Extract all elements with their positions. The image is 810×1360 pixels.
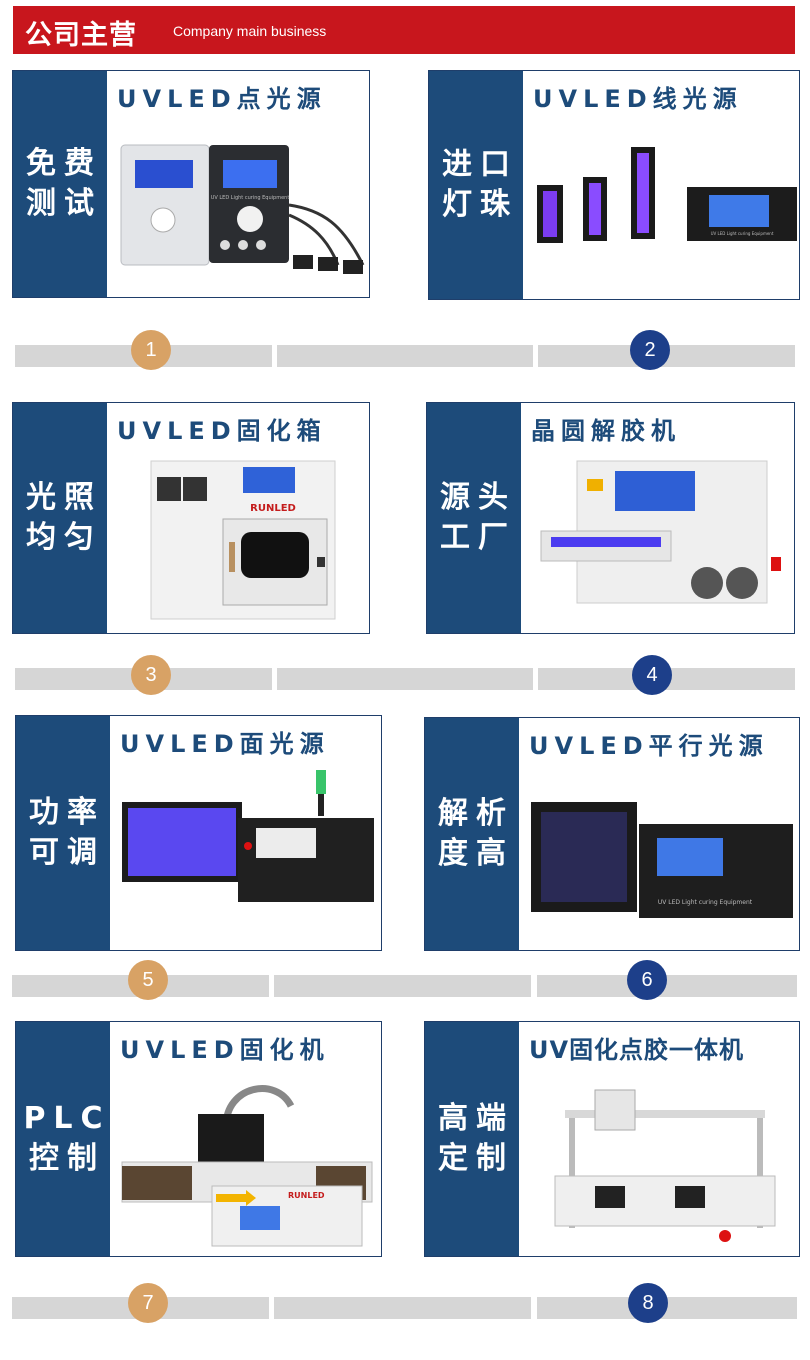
device-label: UV LED Light curing Equipment [211, 195, 290, 201]
number-badge: 1 [131, 330, 171, 370]
card-side-panel: 免费测试 [13, 71, 107, 297]
product-image-wafer-machine [527, 447, 794, 633]
number-badge: 5 [128, 960, 168, 1000]
number-badge: 2 [630, 330, 670, 370]
card-title: UVLED面光源 [120, 730, 330, 758]
product-card-uvled-line[interactable]: 进口灯珠 UVLED线光源 UV LED Light curing Equipm… [428, 70, 800, 300]
product-card-uvled-area[interactable]: 功率可调 UVLED面光源 [15, 715, 382, 951]
divider-row [12, 1297, 797, 1319]
product-card-uvled-point[interactable]: 免费测试 UVLED点光源 UV LED Light curing Equipm… [12, 70, 370, 298]
card-title: 晶圆解胶机 [531, 417, 681, 445]
section-header: 公司主营 Company main business [13, 6, 795, 54]
number-badge: 7 [128, 1283, 168, 1323]
brand-logo: RUNLED [288, 1191, 325, 1200]
product-image-conveyor-machine: RUNLED [116, 1066, 381, 1256]
device-label: UV LED Light curing Equipment [658, 899, 753, 906]
device-label: UV LED Light curing Equipment [711, 231, 774, 236]
card-title: UVLED点光源 [117, 85, 327, 113]
card-title: UVLED线光源 [533, 85, 743, 113]
card-title: UV固化点胶一体机 [529, 1036, 745, 1064]
number-badge: 4 [632, 655, 672, 695]
card-title: UVLED固化机 [120, 1036, 330, 1064]
card-side-panel: 源头工厂 [427, 403, 521, 633]
product-image-point-light: UV LED Light curing Equipment [113, 115, 369, 297]
card-side-panel: 光照均匀 [13, 403, 107, 633]
product-card-wafer-debonder[interactable]: 源头工厂 晶圆解胶机 [426, 402, 795, 634]
card-title: UVLED平行光源 [529, 732, 769, 760]
number-badge: 8 [628, 1283, 668, 1323]
card-side-panel: 解析度高 [425, 718, 519, 950]
product-card-uvled-box[interactable]: 光照均匀 UVLED固化箱 RUNLED [12, 402, 370, 634]
product-image-parallel-light: UV LED Light curing Equipment [525, 762, 799, 950]
product-card-uvled-parallel[interactable]: 解析度高 UVLED平行光源 UV LED Light curing Equip… [424, 717, 800, 951]
product-image-line-light: UV LED Light curing Equipment [529, 115, 799, 299]
number-badge: 6 [627, 960, 667, 1000]
card-side-panel: 进口灯珠 [429, 71, 523, 299]
section-subtitle: Company main business [173, 23, 327, 39]
product-image-area-light [116, 760, 381, 950]
card-side-panel: 功率可调 [16, 716, 110, 950]
product-card-uv-dispensing[interactable]: 高端定制 UV固化点胶一体机 [424, 1021, 800, 1257]
section-title: 公司主营 [25, 20, 137, 51]
brand-logo: RUNLED [250, 503, 296, 514]
product-image-curing-box: RUNLED [113, 447, 369, 633]
product-image-dispensing-machine [525, 1066, 799, 1256]
number-badge: 3 [131, 655, 171, 695]
card-title: UVLED固化箱 [117, 417, 327, 445]
card-side-panel: 高端定制 [425, 1022, 519, 1256]
